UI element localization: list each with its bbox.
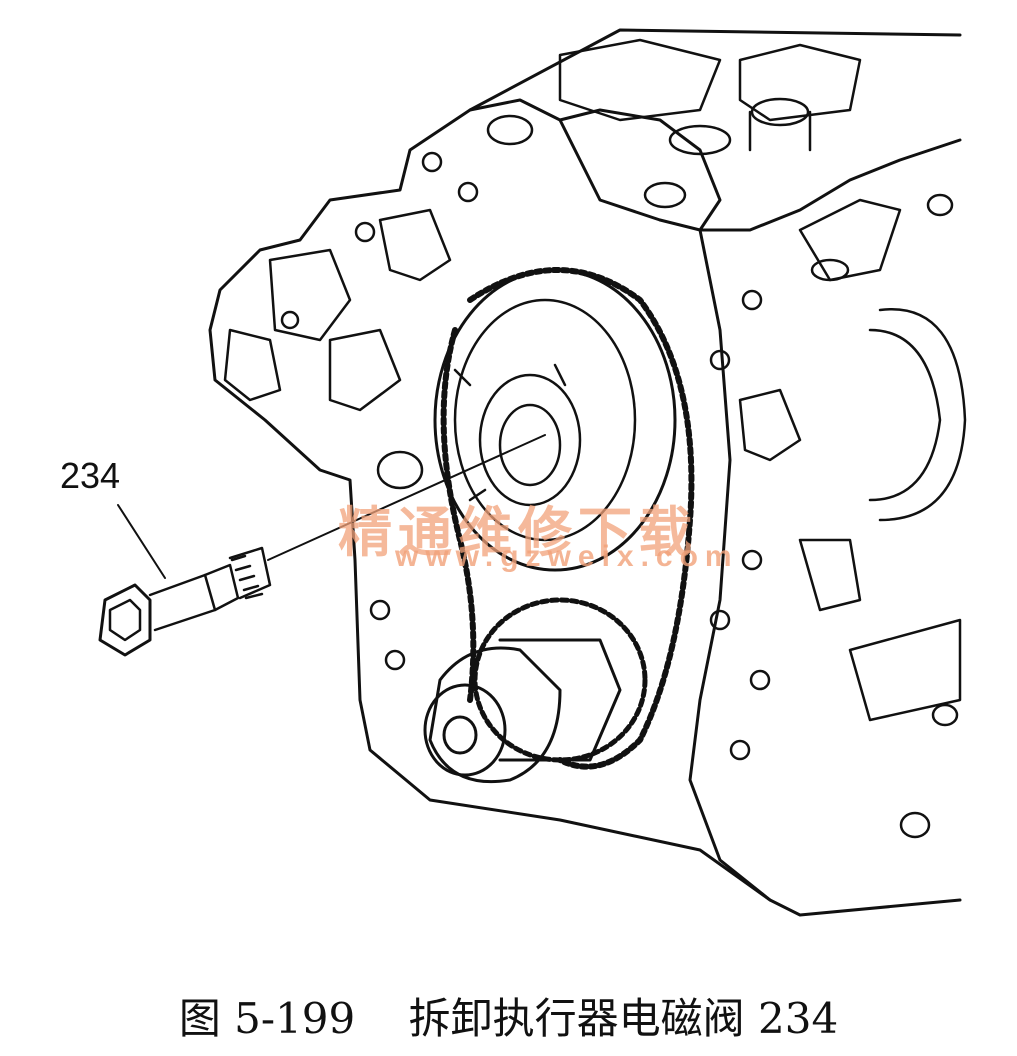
engine-top-deck — [486, 38, 954, 282]
engine-side-details — [223, 151, 479, 671]
actuator-solenoid-valve — [98, 546, 272, 657]
callout-label-234: 234 — [60, 455, 121, 496]
figure-caption: 图 5-199 拆卸执行器电磁阀 234 — [0, 985, 1017, 1046]
figure-number: 图 5-199 — [178, 994, 356, 1043]
watermark-url: www.gzweix.com — [395, 540, 739, 573]
insertion-guide-line — [117, 434, 546, 579]
engine-right-flange — [709, 289, 967, 839]
timing-chain — [440, 267, 695, 770]
crank-sprocket — [423, 597, 648, 784]
figure-title: 拆卸执行器电磁阀 234 — [408, 994, 839, 1043]
engine-block-outline — [208, 28, 962, 917]
watermark-text: 精通维修下载 — [338, 500, 698, 564]
engine-block-illustration — [98, 28, 967, 917]
